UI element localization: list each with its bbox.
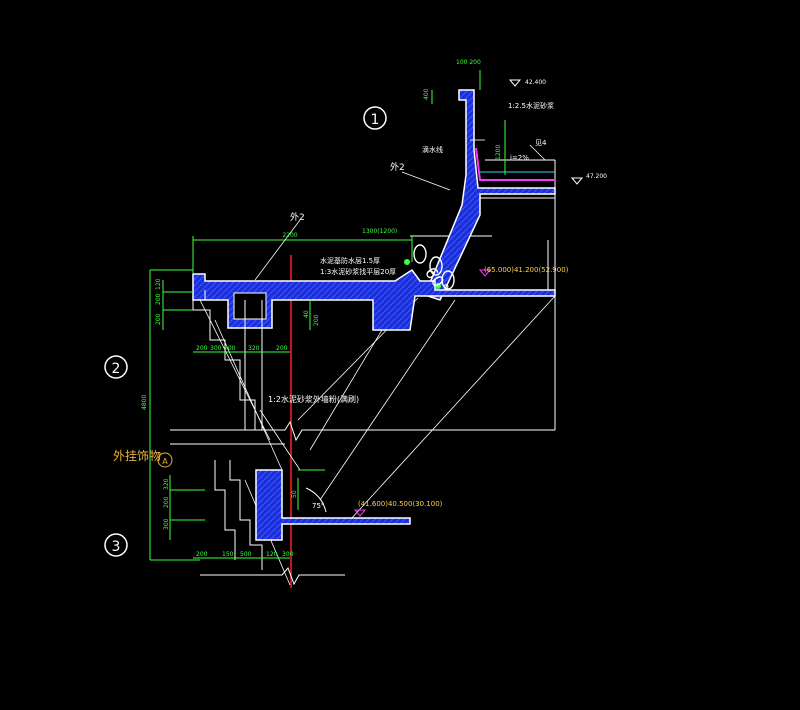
detail-marker-1: 1 xyxy=(363,106,387,130)
dim-bottom-a: 200 xyxy=(196,551,208,558)
svg-text:1: 1 xyxy=(371,112,380,128)
svg-text:A: A xyxy=(162,457,168,466)
waterproof-membrane xyxy=(475,147,555,181)
dim-left-a: 120 xyxy=(155,278,162,290)
label-outer2-top: 外2 xyxy=(390,161,405,173)
dim-lower-left-b: 200 xyxy=(163,496,170,508)
label-slope: i=2% xyxy=(510,154,529,162)
dim-bottom-e: 300 xyxy=(282,551,294,558)
dim-left-b: 200 xyxy=(155,293,162,305)
label-angle-bottom: 75° xyxy=(312,502,324,510)
svg-text:外挂饰物: 外挂饰物 xyxy=(113,449,161,463)
svg-text:2: 2 xyxy=(112,361,121,377)
bend-symbol xyxy=(413,244,455,290)
break-lines xyxy=(170,226,555,586)
dim-parapet2: 1200 xyxy=(495,145,502,160)
dim-mid-d: 320 xyxy=(248,345,260,352)
lower-column xyxy=(255,469,411,541)
dim-small-c: 50 xyxy=(291,490,298,498)
leader-lines xyxy=(254,139,546,281)
dimension-lines xyxy=(149,70,506,561)
dim-bottom-d: 120 xyxy=(266,551,278,558)
guide-lines xyxy=(199,295,556,586)
green-marker xyxy=(404,259,410,265)
svg-text:3: 3 xyxy=(112,539,121,555)
elevation-right: 47.200 xyxy=(586,173,607,180)
elevation-markers xyxy=(353,79,584,517)
dim-mid-b: 300 xyxy=(210,345,222,352)
slab-void xyxy=(233,292,267,320)
dim-mid-e: 200 xyxy=(276,345,288,352)
dim-lower-left-a: 320 xyxy=(163,478,170,490)
label-waterproof: 水泥基防水层1.5厚 xyxy=(320,256,380,265)
dim-left-total: 4800 xyxy=(141,395,148,410)
elevation-bottom: (41.600)40.500(30.100) xyxy=(358,500,443,508)
label-drip: 滴水线 xyxy=(422,145,443,154)
label-layer: 见4 xyxy=(535,139,547,147)
detail-marker-2: 2 xyxy=(104,355,128,379)
facade-outline xyxy=(192,290,263,570)
dim-parapet: 400 xyxy=(423,88,430,100)
cladding-callout: 外挂饰物 A xyxy=(113,449,173,468)
dim-left-c: 200 xyxy=(155,313,162,325)
dim-small-a: 40 xyxy=(303,310,310,318)
elevation-top: 42.400 xyxy=(525,79,546,86)
detail-marker-3: 3 xyxy=(104,533,128,557)
dim-bottom-c: 500 xyxy=(240,551,252,558)
elevation-mid: (65.000)41.200(52.900) xyxy=(484,266,569,274)
dim-lower-left-c: 300 xyxy=(163,518,170,530)
middle-slab xyxy=(192,268,556,331)
label-outer2-mid: 外2 xyxy=(290,211,305,223)
label-leveling: 1:3水泥砂浆找平层20厚 xyxy=(320,267,396,276)
label-parapet-note: 1:2.5水泥砂浆 xyxy=(508,101,554,110)
dim-mid-c: 200 xyxy=(224,345,236,352)
dim-span-right: 1300(1200) xyxy=(362,228,397,235)
angle-arc xyxy=(305,487,327,513)
dim-mid-a: 200 xyxy=(196,345,208,352)
green-marker xyxy=(435,283,441,289)
dim-small-b: 200 xyxy=(313,314,320,326)
dim-span-main: 2200 xyxy=(282,232,297,239)
upper-concrete-section xyxy=(424,89,556,301)
dim-bottom-b: 150 xyxy=(222,551,234,558)
dim-top-offsets: 100 200 xyxy=(456,59,481,66)
label-plaster: 1:2水泥砂浆外墙粉(满刷) xyxy=(268,394,359,404)
